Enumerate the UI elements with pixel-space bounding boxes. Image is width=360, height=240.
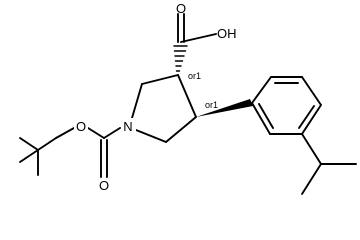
o-carbonyl-bond	[87, 127, 105, 139]
quaternary-c-bond	[37, 137, 57, 151]
benzene-ring	[251, 76, 322, 135]
tert-butyl-group	[19, 137, 57, 176]
stereo-labels: or1 or1	[188, 71, 218, 110]
c5-n-bond	[135, 129, 167, 143]
c-oh-bond	[180, 33, 217, 43]
hashed-wedge-bond	[173, 45, 188, 72]
structure-diagram: O O N O OH or1 or1	[19, 1, 357, 195]
ring-nitrogen-label: N	[123, 119, 132, 134]
bold-wedge-bond	[196, 99, 253, 117]
aromatic-inner-3	[258, 103, 274, 129]
methyl-bond-a	[301, 163, 322, 195]
acid-hydroxyl-label: OH	[217, 26, 237, 41]
isopropyl-group	[301, 133, 357, 195]
ring-bond-3	[301, 76, 322, 106]
stereo-label-c3: or1	[188, 71, 201, 81]
carbonyl-n-bond	[103, 127, 121, 139]
c3-c4-bond	[177, 74, 197, 118]
molecule-svg: O O N O OH or1 or1	[19, 1, 357, 195]
methyl-bond-2	[19, 149, 39, 163]
ring-bond-4	[301, 104, 322, 135]
aromatic-inner-2	[298, 105, 315, 129]
boc-carbonyl-oxygen-label: O	[99, 178, 109, 193]
pyrrolidine-ring	[131, 74, 197, 143]
c-o-ester-bond	[55, 127, 75, 139]
c4-c5-bond	[165, 116, 197, 143]
ring-bond-6	[251, 102, 271, 135]
c2-c3-bond	[141, 74, 179, 85]
atom-labels: O O N O OH	[74, 1, 237, 193]
acid-carbonyl-oxygen-label: O	[176, 1, 186, 16]
n-c2-bond	[131, 83, 143, 119]
boc-ester-oxygen-label: O	[76, 119, 86, 134]
boc-group	[55, 127, 121, 178]
methyl-bond-1	[19, 137, 39, 151]
carboxylic-acid-group	[173, 13, 217, 72]
stereo-label-c4: or1	[205, 100, 218, 110]
ring-bond-1	[251, 76, 272, 104]
ring-ch-bond	[301, 133, 322, 165]
